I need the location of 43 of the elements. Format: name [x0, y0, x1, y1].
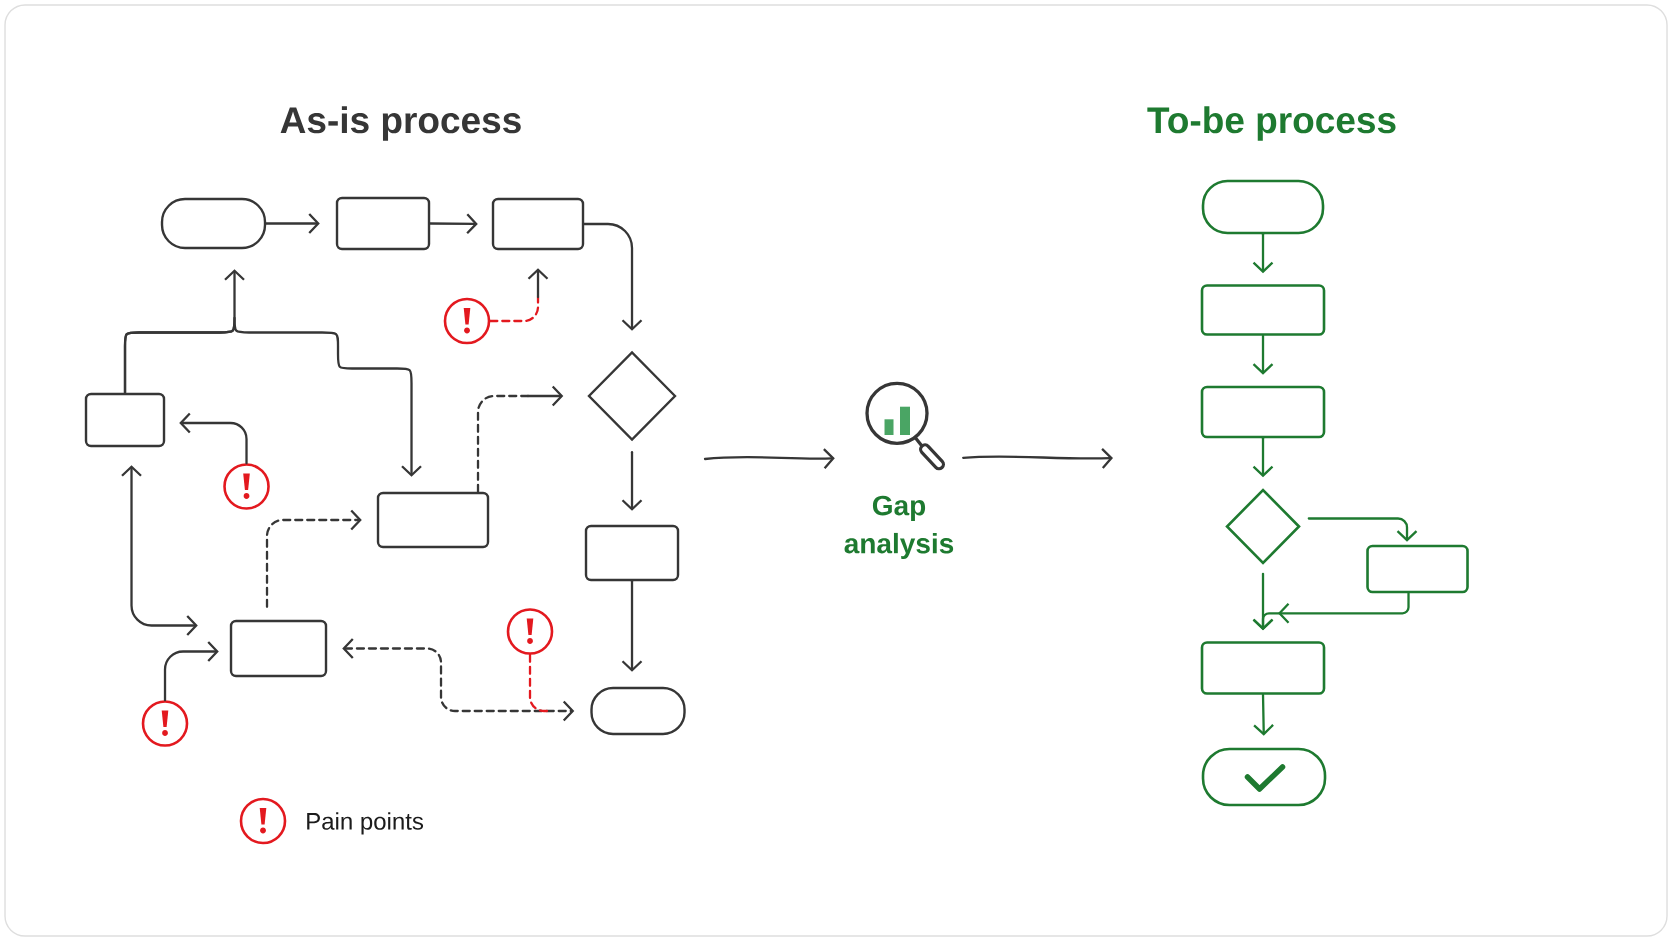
process-box	[1366, 544, 1469, 594]
alert-icon	[506, 608, 554, 655]
arrow	[583, 222, 643, 331]
arrow	[962, 448, 1113, 469]
alert-icon	[223, 463, 270, 510]
double-arrow	[121, 465, 198, 636]
arrow	[621, 451, 643, 511]
decision-diamond	[1225, 488, 1301, 565]
arrow	[1307, 517, 1418, 542]
dashed-double-arrow	[342, 638, 575, 722]
arrow	[163, 641, 219, 702]
arrow	[179, 412, 248, 465]
dashed-connector-line	[528, 653, 551, 713]
terminal-pill	[160, 197, 267, 250]
terminal-pill	[1201, 179, 1325, 235]
arrow	[1252, 572, 1274, 631]
legend-label: Pain points	[307, 812, 424, 835]
process-box	[584, 524, 680, 582]
arrow	[1252, 334, 1274, 375]
process-box	[1200, 641, 1326, 695]
arrow	[703, 448, 835, 469]
heading: To-be process	[1147, 106, 1396, 141]
arrow	[1252, 437, 1274, 478]
process-box	[1200, 385, 1326, 439]
process-box	[335, 196, 431, 251]
process-box	[229, 619, 328, 678]
arrow	[621, 580, 643, 672]
dashed-arrow	[265, 509, 362, 608]
process-box	[376, 491, 490, 549]
dashed-arrow	[476, 385, 564, 493]
arrow	[1252, 233, 1274, 274]
heading: As-is process	[280, 106, 521, 141]
process-box	[491, 197, 585, 251]
arrow	[123, 316, 422, 477]
process-box	[84, 392, 166, 448]
step-label: Gap analysis	[844, 495, 954, 559]
arrow	[265, 213, 320, 234]
arrow	[1253, 693, 1274, 736]
process-box	[1200, 284, 1326, 336]
alert-icon	[443, 297, 491, 345]
terminal-pill	[590, 686, 686, 736]
alert-icon	[141, 700, 189, 747]
arrow	[429, 213, 478, 235]
